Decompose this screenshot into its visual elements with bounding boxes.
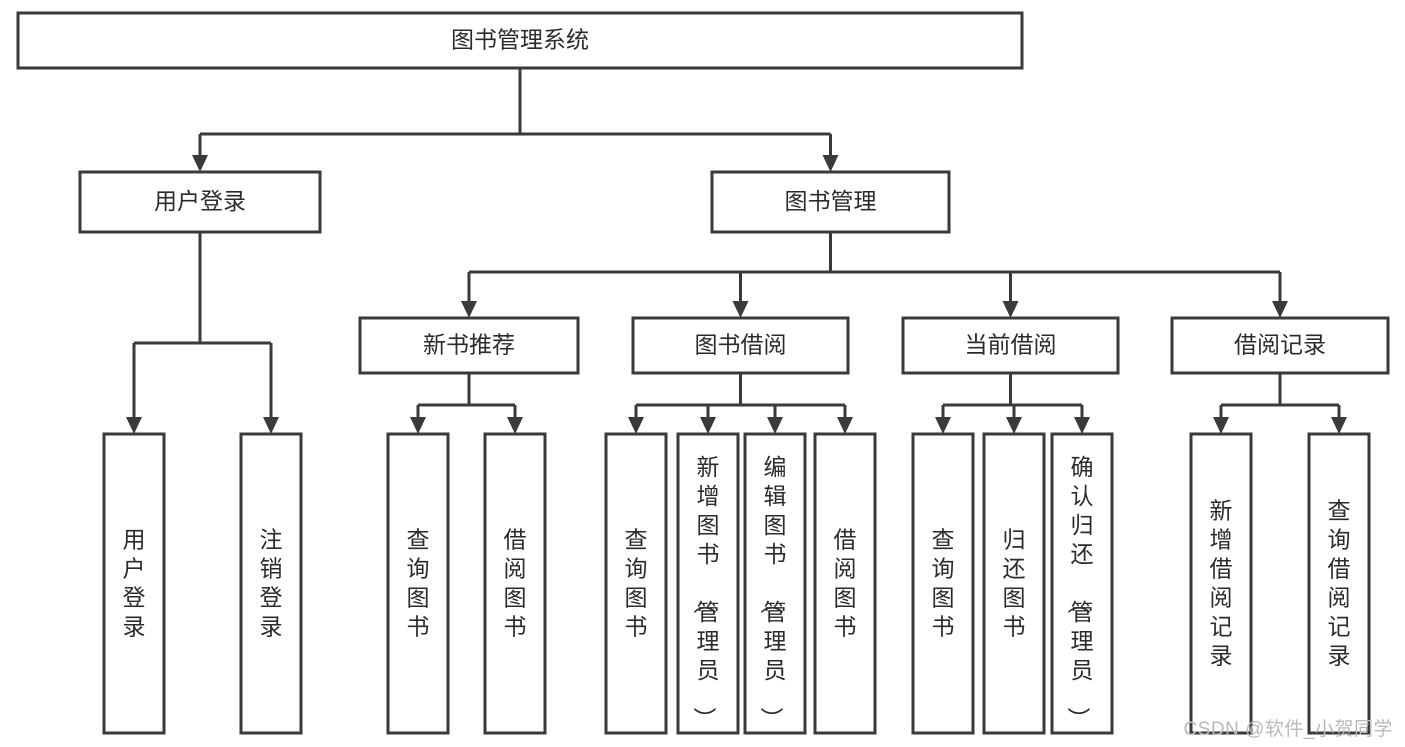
node-labels: 图书管理系统用户登录图书管理新书推荐图书借阅当前借阅借阅记录用户登录注销登录查询… xyxy=(123,27,1351,730)
connector-lines xyxy=(126,68,1347,434)
node-label-leaf-query-book-new: 查询图书 xyxy=(407,527,430,640)
node-label-leaf-query-book-borrow: 查询图书 xyxy=(625,527,648,640)
node-box-user-login[interactable] xyxy=(78,170,322,234)
node-label-leaf-user-login: 用户登录 xyxy=(123,527,146,640)
node-label-leaf-edit-book-admin: 编辑图书（管理员） xyxy=(759,454,787,730)
node-label-user-login: 用户登录 xyxy=(154,188,246,214)
conn-root-to-user-login-arrowhead xyxy=(192,155,208,172)
node-box-borrow-record[interactable] xyxy=(1170,316,1390,375)
conn-book-borrow-to-leaf-borrow-book-borrow-arrowhead xyxy=(837,417,853,434)
conn-current-borrow-to-leaf-confirm-return-admin-arrowhead xyxy=(1074,417,1090,434)
node-label-leaf-borrow-book-borrow: 借阅图书 xyxy=(834,527,857,640)
node-label-leaf-query-borrow-record: 查询借阅记录 xyxy=(1328,498,1351,669)
conn-user-login-to-leaf-user-login-arrowhead xyxy=(126,417,142,434)
conn-new-book-recommend-to-leaf-borrow-book-new-arrowhead xyxy=(507,417,523,434)
node-label-current-borrow: 当前借阅 xyxy=(965,332,1057,358)
node-box-leaf-query-borrow-record[interactable] xyxy=(1307,432,1371,735)
node-box-leaf-user-login[interactable] xyxy=(102,432,166,735)
conn-book-management-to-book-borrow-arrowhead xyxy=(732,301,749,318)
node-box-leaf-query-book-current[interactable] xyxy=(911,432,975,735)
node-box-leaf-add-book-admin[interactable] xyxy=(676,432,740,735)
node-label-book-borrow: 图书借阅 xyxy=(695,332,787,358)
node-box-leaf-add-borrow-record[interactable] xyxy=(1189,432,1253,735)
node-box-leaf-confirm-return-admin[interactable] xyxy=(1050,432,1114,735)
conn-current-borrow-to-leaf-return-book-arrowhead xyxy=(1006,417,1022,434)
node-label-leaf-borrow-book-new: 借阅图书 xyxy=(504,527,527,640)
node-label-leaf-add-borrow-record: 新增借阅记录 xyxy=(1210,498,1233,669)
conn-book-management-to-current-borrow-arrowhead xyxy=(1002,301,1019,318)
node-label-leaf-add-book-admin: 新增图书（管理员） xyxy=(692,454,720,730)
node-box-leaf-query-book-borrow[interactable] xyxy=(604,432,668,735)
node-label-new-book-recommend: 新书推荐 xyxy=(423,332,515,358)
conn-new-book-recommend-to-leaf-query-book-new-arrowhead xyxy=(410,417,426,434)
node-box-book-management[interactable] xyxy=(710,170,951,234)
conn-current-borrow-to-leaf-query-book-current-arrowhead xyxy=(935,417,951,434)
node-label-leaf-query-book-current: 查询图书 xyxy=(932,527,955,640)
node-label-leaf-return-book: 归还图书 xyxy=(1003,527,1026,640)
node-box-book-borrow[interactable] xyxy=(631,316,850,375)
node-label-leaf-confirm-return-admin: 确认归还（管理员） xyxy=(1066,454,1094,730)
conn-root-to-book-management-arrowhead xyxy=(822,155,839,172)
node-boxes xyxy=(16,11,1390,735)
node-box-current-borrow[interactable] xyxy=(901,316,1120,375)
conn-book-borrow-to-leaf-query-book-borrow-arrowhead xyxy=(628,417,644,434)
conn-book-management-to-borrow-record-arrowhead xyxy=(1272,301,1288,318)
node-label-book-management: 图书管理 xyxy=(785,188,877,214)
conn-book-borrow-to-leaf-add-book-admin-arrowhead xyxy=(700,417,716,434)
node-box-leaf-edit-book-admin[interactable] xyxy=(743,432,807,735)
node-label-root: 图书管理系统 xyxy=(451,27,589,53)
conn-user-login-to-leaf-logout-arrowhead xyxy=(263,417,279,434)
conn-borrow-record-to-leaf-query-borrow-record-arrowhead xyxy=(1331,417,1347,434)
conn-book-management-to-new-book-recommend-arrowhead xyxy=(461,301,477,318)
conn-borrow-record-to-leaf-add-borrow-record-arrowhead xyxy=(1213,417,1229,434)
node-label-borrow-record: 借阅记录 xyxy=(1234,332,1326,358)
node-box-new-book-recommend[interactable] xyxy=(358,316,580,375)
node-box-leaf-logout[interactable] xyxy=(239,432,303,735)
node-label-leaf-logout: 注销登录 xyxy=(260,527,283,640)
conn-book-borrow-to-leaf-edit-book-admin-arrowhead xyxy=(767,417,783,434)
node-box-leaf-query-book-new[interactable] xyxy=(386,432,450,735)
node-box-leaf-return-book[interactable] xyxy=(982,432,1046,735)
node-box-leaf-borrow-book-borrow[interactable] xyxy=(813,432,877,735)
node-box-leaf-borrow-book-new[interactable] xyxy=(483,432,547,735)
node-box-root[interactable] xyxy=(16,11,1024,70)
